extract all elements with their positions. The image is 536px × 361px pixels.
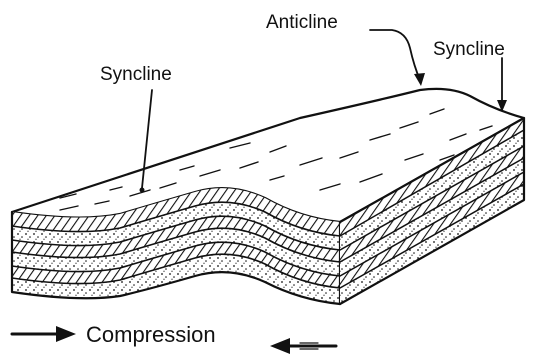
- compression-label: Compression: [86, 322, 216, 347]
- anticline-label: Anticline: [266, 12, 338, 33]
- syncline-left-leader: [142, 90, 152, 188]
- syncline-right-label: Syncline: [433, 39, 505, 60]
- side-strata: [340, 118, 524, 304]
- compression-arrow-right: [12, 326, 76, 342]
- anticline-leader: [370, 30, 420, 80]
- compression-arrow-left: [270, 338, 336, 354]
- syncline-left-pointer-dot: [140, 188, 145, 193]
- anticline-arrowhead: [414, 73, 425, 86]
- syncline-left-label: Syncline: [100, 64, 172, 85]
- front-strata: [12, 188, 340, 304]
